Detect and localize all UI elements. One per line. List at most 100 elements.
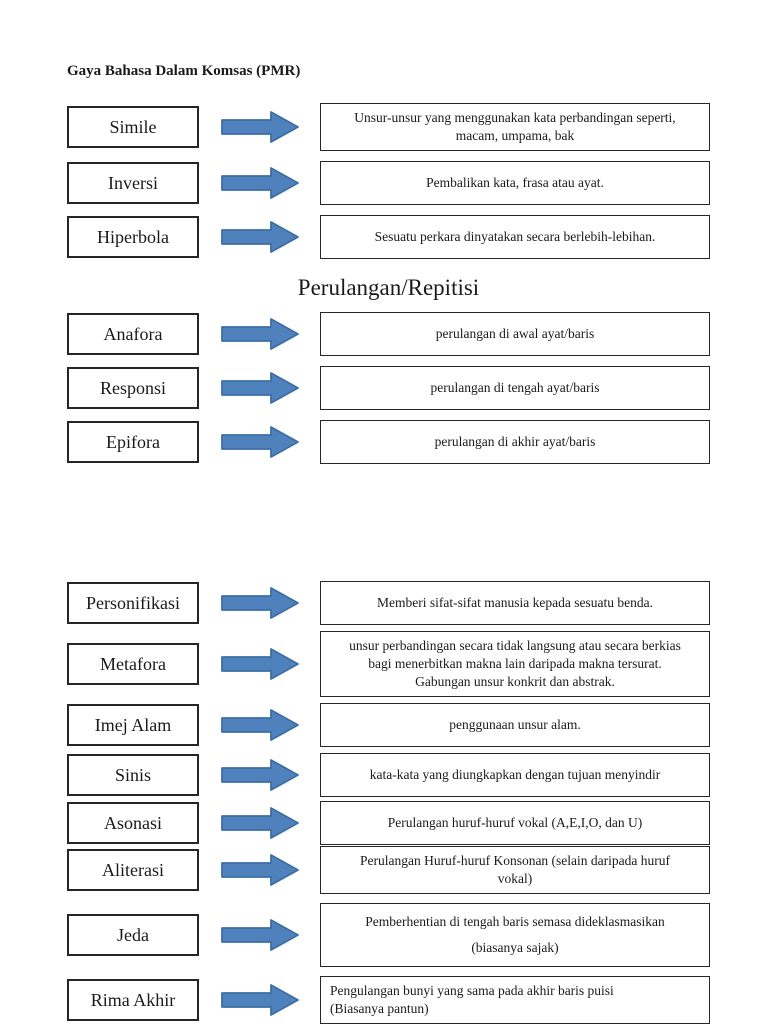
term-label: Anafora: [103, 324, 163, 344]
right-arrow-icon: [220, 426, 299, 458]
description-box: Unsur-unsur yang menggunakan kata perban…: [320, 103, 710, 151]
description-box: Sesuatu perkara dinyatakan secara berleb…: [320, 215, 710, 259]
right-arrow-icon: [220, 167, 299, 199]
term-box: Metafora: [67, 643, 199, 685]
diagram: Simile Unsur-unsur yang menggunakan kata…: [67, 103, 710, 1024]
term-box: Asonasi: [67, 802, 199, 844]
diagram-section: Personifikasi Memberi sifat-sifat manusi…: [67, 581, 710, 1024]
row-responsi: Responsi perulangan di tengah ayat/baris: [67, 366, 710, 410]
term-label: Responsi: [99, 378, 166, 398]
term-label: Asonasi: [104, 813, 162, 833]
term-label: Imej Alam: [94, 715, 172, 735]
arrow-cell: [199, 918, 320, 952]
arrow-cell: [199, 317, 320, 351]
arrow-cell: [199, 758, 320, 792]
description-text: penggunaan unsur alam.: [449, 717, 581, 732]
term-label: Jeda: [117, 925, 149, 945]
description-text: perulangan di akhir ayat/baris: [434, 434, 596, 449]
term-label: Personifikasi: [86, 593, 180, 613]
term-label: Metafora: [100, 654, 166, 674]
term-box: Anafora: [67, 313, 199, 355]
term-box: Aliterasi: [67, 849, 199, 891]
description-box: Pengulangan bunyi yang sama pada akhir b…: [320, 976, 710, 1024]
section-rows: Anafora perulangan di awal ayat/baris Re…: [67, 312, 710, 464]
row-inversi: Inversi Pembalikan kata, frasa atau ayat…: [67, 161, 710, 205]
row-aliterasi: Aliterasi Perulangan Huruf-huruf Konsona…: [67, 846, 710, 894]
description-text: Memberi sifat-sifat manusia kepada sesua…: [377, 595, 653, 610]
diagram-section: Simile Unsur-unsur yang menggunakan kata…: [67, 103, 710, 259]
description-text: Sesuatu perkara dinyatakan secara berleb…: [374, 229, 656, 244]
description-box: Perulangan huruf-huruf vokal (A,E,I,O, d…: [320, 801, 710, 845]
right-arrow-icon: [220, 854, 299, 886]
term-label: Sinis: [114, 765, 152, 785]
arrow-cell: [199, 853, 320, 887]
page-title: Gaya Bahasa Dalam Komsas (PMR): [67, 63, 301, 79]
term-box: Sinis: [67, 754, 199, 796]
term-box: Personifikasi: [67, 582, 199, 624]
description-text: perulangan di awal ayat/baris: [435, 326, 595, 341]
right-arrow-icon: [220, 919, 299, 951]
term-label: Hiperbola: [97, 227, 169, 247]
row-jeda: Jeda Pemberhentian di tengah baris semas…: [67, 903, 710, 967]
description-box: kata-kata yang diungkapkan dengan tujuan…: [320, 753, 710, 797]
description-box: Pembalikan kata, frasa atau ayat.: [320, 161, 710, 205]
arrow-cell: [199, 586, 320, 620]
description-box: perulangan di tengah ayat/baris: [320, 366, 710, 410]
row-personifikasi: Personifikasi Memberi sifat-sifat manusi…: [67, 581, 710, 625]
row-epifora: Epifora perulangan di akhir ayat/baris: [67, 420, 710, 464]
description-text: Unsur-unsur yang menggunakan kata perban…: [354, 110, 676, 143]
arrow-cell: [199, 647, 320, 681]
term-box: Inversi: [67, 162, 199, 204]
right-arrow-icon: [220, 111, 299, 143]
arrow-cell: [199, 425, 320, 459]
term-label: Rima Akhir: [90, 990, 176, 1010]
description-text: kata-kata yang diungkapkan dengan tujuan…: [369, 767, 661, 782]
term-label: Aliterasi: [102, 860, 164, 880]
row-hiperbola: Hiperbola Sesuatu perkara dinyatakan sec…: [67, 215, 710, 259]
term-box: Imej Alam: [67, 704, 199, 746]
row-metafora: Metafora unsur perbandingan secara tidak…: [67, 631, 710, 697]
description-box: unsur perbandingan secara tidak langsung…: [320, 631, 710, 697]
row-anafora: Anafora perulangan di awal ayat/baris: [67, 312, 710, 356]
arrow-cell: [199, 371, 320, 405]
description-text: Pengulangan bunyi yang sama pada akhir b…: [330, 983, 614, 1016]
arrow-cell: [199, 166, 320, 200]
arrow-cell: [199, 983, 320, 1017]
arrow-cell: [199, 708, 320, 742]
row-imej-alam: Imej Alam penggunaan unsur alam.: [67, 703, 710, 747]
right-arrow-icon: [220, 318, 299, 350]
right-arrow-icon: [220, 372, 299, 404]
description-text: Perulangan huruf-huruf vokal (A,E,I,O, d…: [387, 815, 643, 830]
section-rows: Simile Unsur-unsur yang menggunakan kata…: [67, 103, 710, 259]
description-text: Perulangan Huruf-huruf Konsonan (selain …: [359, 853, 671, 886]
section-heading: Perulangan/Repitisi: [297, 275, 480, 300]
section-rows: Personifikasi Memberi sifat-sifat manusi…: [67, 581, 710, 1024]
description-box: perulangan di awal ayat/baris: [320, 312, 710, 356]
term-box: Jeda: [67, 914, 199, 956]
description-box: penggunaan unsur alam.: [320, 703, 710, 747]
row-simile: Simile Unsur-unsur yang menggunakan kata…: [67, 103, 710, 151]
right-arrow-icon: [220, 648, 299, 680]
arrow-cell: [199, 220, 320, 254]
description-box: perulangan di akhir ayat/baris: [320, 420, 710, 464]
arrow-cell: [199, 110, 320, 144]
right-arrow-icon: [220, 221, 299, 253]
term-box: Responsi: [67, 367, 199, 409]
right-arrow-icon: [220, 984, 299, 1016]
description-box: Pemberhentian di tengah baris semasa did…: [320, 903, 710, 967]
row-rima-akhir: Rima Akhir Pengulangan bunyi yang sama p…: [67, 976, 710, 1024]
term-label: Epifora: [106, 432, 160, 452]
description-text: Pembalikan kata, frasa atau ayat.: [426, 175, 604, 190]
term-label: Inversi: [108, 173, 158, 193]
description-box: Perulangan Huruf-huruf Konsonan (selain …: [320, 846, 710, 894]
right-arrow-icon: [220, 759, 299, 791]
row-asonasi: Asonasi Perulangan huruf-huruf vokal (A,…: [67, 801, 710, 845]
term-box: Epifora: [67, 421, 199, 463]
row-sinis: Sinis kata-kata yang diungkapkan dengan …: [67, 753, 710, 797]
right-arrow-icon: [220, 709, 299, 741]
description-text: perulangan di tengah ayat/baris: [430, 380, 600, 395]
description-text: unsur perbandingan secara tidak langsung…: [349, 638, 681, 689]
term-box: Simile: [67, 106, 199, 148]
term-box: Hiperbola: [67, 216, 199, 258]
